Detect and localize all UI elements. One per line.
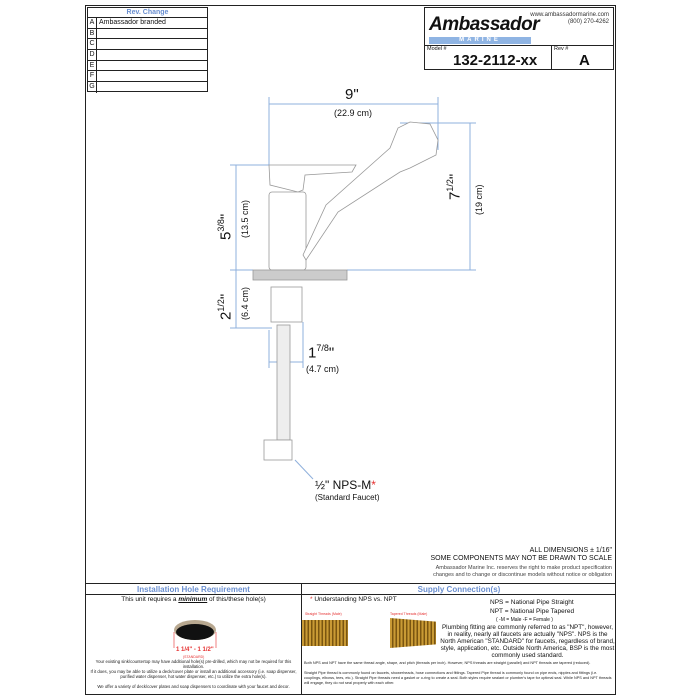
scale-note: SOME COMPONENTS MAY NOT BE DRAWN TO SCAL… <box>430 555 612 562</box>
tolerance-note: ALL DIMENSIONS ± 1/16" <box>529 547 612 554</box>
rev-letter: E <box>88 60 97 71</box>
asterisk: * <box>371 478 376 492</box>
supply-fine-1: Both NPS and NPT have the same thread an… <box>304 661 591 665</box>
divider <box>85 583 616 584</box>
hole-size: 1 1/4" - 1 1/2" <box>176 647 214 653</box>
rev-table-header: Rev. Change <box>88 8 207 18</box>
rev-letter: G <box>88 82 97 93</box>
model-label: Model # <box>427 46 447 52</box>
model-number: 132-2112-xx <box>453 52 538 69</box>
base-cm: (4.7 cm) <box>306 364 340 374</box>
straight-thread-icon <box>302 620 348 646</box>
npt-definition: NPT = National Pipe Tapered <box>490 608 575 615</box>
rev-letter: A <box>88 18 97 28</box>
website: www.ambassadormarine.com <box>530 12 609 18</box>
rev-row: F <box>88 71 207 83</box>
understanding-text: Understanding NPS vs. NPT <box>314 596 397 603</box>
base-dimension: 17/8" <box>308 343 335 362</box>
rev-row: G <box>88 82 207 93</box>
rev-letter: C <box>88 39 97 50</box>
dim-whole: 2 <box>217 311 235 320</box>
faucet-body <box>252 121 439 461</box>
width-dimension-cm: (22.9 cm) <box>334 108 373 118</box>
installation-p1: Your existing sink/countertop may have a… <box>95 659 292 669</box>
rev-row: C <box>88 39 207 51</box>
dim-whole: 7 <box>446 191 464 200</box>
supply-paragraph: Plumbing fitting are commonly referred t… <box>440 624 615 659</box>
intro-text: of this/these hole(s) <box>207 596 266 603</box>
dim-whole: 5 <box>217 231 235 240</box>
height-dimension: 71/2" <box>445 173 464 200</box>
connection-type: ½" NPS-M <box>315 478 372 492</box>
dim-frac: 3/8 <box>216 219 226 232</box>
connection-sub: (Standard Faucet) <box>315 493 380 502</box>
installation-header: Installation Hole Requirement <box>137 585 250 594</box>
hole-icon <box>173 620 217 648</box>
height-dimension-cm: (19 cm) <box>474 184 484 215</box>
brand-logo: Ambassador <box>429 14 540 35</box>
installation-p3: We offer a variety of deck/cover plates … <box>97 684 290 689</box>
divider <box>85 594 616 595</box>
rev-row: B <box>88 28 207 40</box>
rev-label: Rev # <box>554 46 569 52</box>
rev-change: Ambassador branded <box>99 19 166 26</box>
divider <box>425 45 613 46</box>
phone: (800) 270-4262 <box>567 19 609 25</box>
intro-emphasis: minimum <box>178 596 208 603</box>
rev-letter: F <box>88 71 97 82</box>
supply-header: Supply Connection(s) <box>417 585 501 594</box>
supply-fine-2: Straight Pipe thread is commonly found o… <box>304 671 612 685</box>
divider <box>551 45 552 70</box>
sheet-frame <box>85 5 616 695</box>
installation-intro: This unit requires a minimum of this/the… <box>86 596 301 603</box>
disclaimer-1: Ambassador Marine Inc. reserves the righ… <box>435 565 612 571</box>
dim-frac: 1/2 <box>445 179 455 192</box>
nps-definition: NPS = National Pipe Straight <box>490 599 574 606</box>
rev-row: D <box>88 50 207 61</box>
faucet-drawing <box>230 97 476 480</box>
divider <box>301 583 302 695</box>
dim-frac: 7/8 <box>316 343 329 353</box>
spout-height-cm: (13.5 cm) <box>240 199 250 238</box>
width-dimension: 9" <box>345 86 359 103</box>
installation-p2: If it does, you may be able to utilize a… <box>90 669 297 679</box>
disclaimer-2: changes and to change or discontinue mod… <box>433 572 612 578</box>
rev-row: E <box>88 60 207 72</box>
shank-cm: (6.4 cm) <box>240 286 250 320</box>
understanding-title: * Understanding NPS vs. NPT <box>310 596 397 603</box>
dim-frac: 1/2 <box>216 299 226 312</box>
rev-letter: B <box>88 28 97 39</box>
shank-dimension: 21/2" <box>216 293 235 320</box>
tapered-thread-icon <box>390 618 436 648</box>
spout-height-dimension: 53/8" <box>216 213 235 240</box>
title-block: Ambassador MARINE www.ambassadormarine.c… <box>424 7 614 70</box>
rev-letter: D <box>88 50 97 60</box>
rev-value: A <box>579 52 590 69</box>
brand-logo-sub: MARINE <box>429 37 531 44</box>
straight-label: Straight Threads (Male) <box>305 612 342 616</box>
dimension-lines <box>230 97 476 480</box>
tapered-label: Tapered Threads (Male) <box>390 612 428 616</box>
hole-note: (STANDARD) <box>183 655 205 659</box>
connection-label: ½" NPS-M* <box>315 478 376 492</box>
male-female-note: ( -M = Male -F = Female ) <box>496 617 553 623</box>
intro-text: This unit requires a <box>121 596 179 603</box>
dim-whole: 1 <box>308 344 317 362</box>
